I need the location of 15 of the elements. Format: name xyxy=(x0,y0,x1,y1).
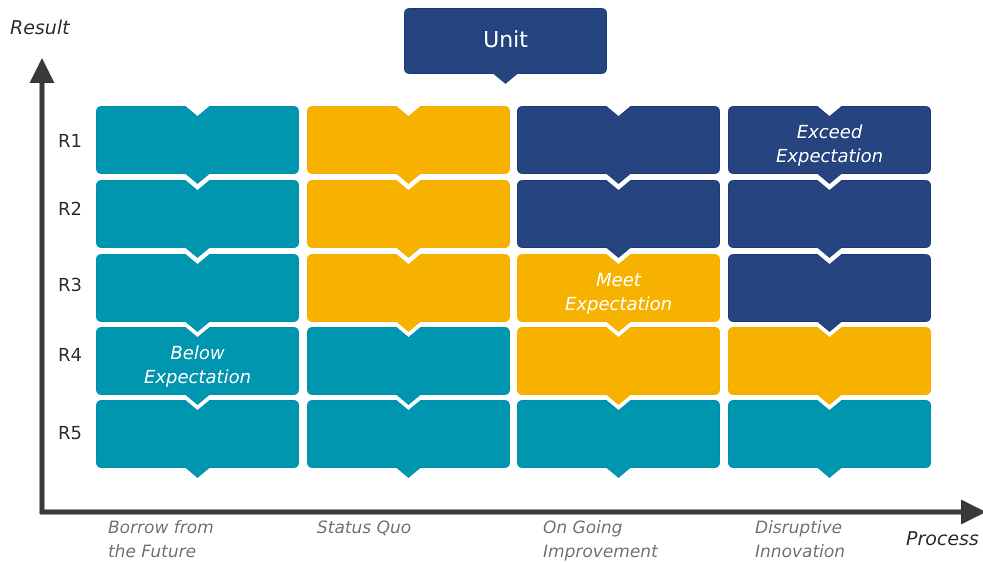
axis-label: Process xyxy=(906,527,979,551)
row-label: R4 xyxy=(58,344,82,368)
cell-label: Below Expectation xyxy=(143,342,252,390)
row-label: R2 xyxy=(58,198,82,222)
row-label: R1 xyxy=(58,130,82,154)
row-label: R3 xyxy=(58,274,82,298)
cell-label: Meet Expectation xyxy=(564,269,673,317)
unit-label: Unit xyxy=(482,29,529,53)
column-label: Borrow from the Future xyxy=(108,517,215,562)
column-label: Disruptive Innovation xyxy=(755,517,846,562)
cell-label: Exceed Expectation xyxy=(775,121,884,169)
row-label: R5 xyxy=(58,422,82,446)
axis-label: Result xyxy=(10,16,70,40)
column-label: On Going Improvement xyxy=(543,517,660,562)
column-label: Status Quo xyxy=(317,517,412,540)
